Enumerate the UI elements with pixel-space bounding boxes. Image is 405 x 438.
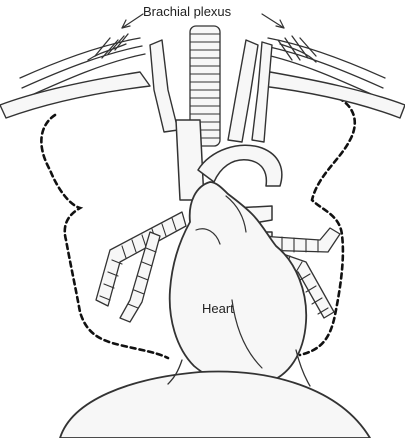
heart-label: Heart: [202, 301, 234, 316]
heart-shape: [170, 182, 307, 385]
brachial-plexus-label: Brachial plexus: [143, 4, 231, 19]
diaphragm: [60, 372, 370, 438]
